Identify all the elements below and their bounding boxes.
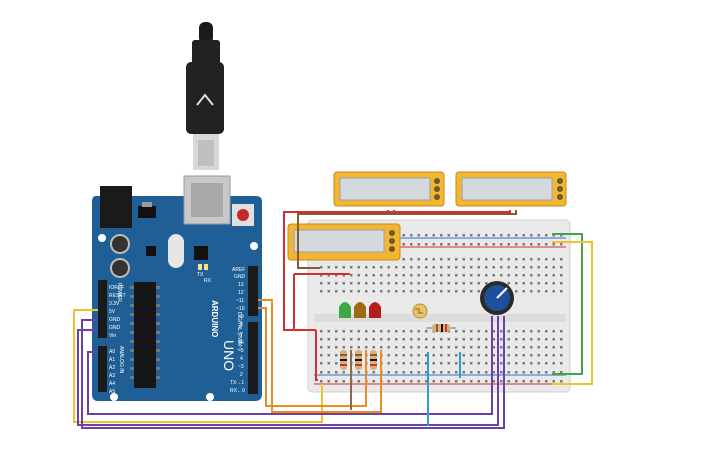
atmega-chip	[134, 282, 156, 388]
pin-label-7: 7	[240, 332, 243, 338]
pin-label-reset: RESET	[109, 293, 126, 299]
pin-label-a2: A2	[109, 365, 115, 371]
lcd-display-3[interactable]	[287, 223, 401, 261]
resistor-icon[interactable]	[355, 350, 362, 370]
resistor-icon[interactable]	[340, 350, 347, 370]
analog-label: ANALOG IN	[118, 346, 124, 374]
usb-cable[interactable]	[186, 22, 224, 170]
pin-label-2: 2	[240, 372, 243, 378]
digital-header-high[interactable]	[248, 266, 258, 316]
digital-label: DIGITAL (PWM~)	[236, 312, 242, 351]
pin-label-3v3: 3.3V	[109, 301, 120, 307]
pin-label-10: ~10	[236, 306, 245, 312]
tx-led-label: TX	[197, 272, 204, 278]
pin-label-11: ~11	[236, 298, 244, 304]
capacitor-icon	[110, 258, 130, 278]
pin-label-a4: A4	[109, 381, 115, 387]
photoresistor-icon[interactable]	[412, 303, 428, 319]
potentiometer-icon[interactable]	[480, 281, 514, 315]
arduino-uno-board[interactable]: ARDUINO UNO DIGITAL (PWM~) POWER ANALOG …	[92, 175, 262, 401]
resistor-icon[interactable]	[370, 350, 377, 370]
digital-header-low[interactable]	[248, 322, 258, 394]
pin-label-9: ~9	[238, 314, 244, 320]
pin-label-aref: AREF	[232, 267, 245, 273]
crystal-icon	[168, 234, 184, 268]
pin-label-ioref: IOREF	[109, 285, 124, 291]
pin-label-a1: A1	[109, 357, 115, 363]
capacitor-icon	[110, 234, 130, 254]
pin-label-a3: A3	[109, 373, 115, 379]
pin-label-a5: A5	[109, 389, 115, 395]
power-header[interactable]	[98, 280, 107, 338]
pin-label-gnd1: GND	[109, 317, 121, 323]
lcd-display-1[interactable]	[333, 171, 445, 207]
pin-label-6: ~6	[238, 340, 244, 346]
model-label: UNO	[221, 340, 237, 371]
pin-label-8: 8	[240, 322, 243, 328]
pin-label-tx: TX→1	[230, 380, 244, 386]
pin-label-gnd-top: GND	[234, 274, 246, 280]
resistor-icon[interactable]	[426, 324, 456, 332]
pin-label-gnd2: GND	[109, 325, 121, 331]
pin-label-13: 13	[238, 282, 244, 288]
led-red[interactable]	[369, 302, 381, 318]
led-amber[interactable]	[354, 302, 366, 318]
analog-header[interactable]	[98, 346, 107, 392]
pin-label-4: 4	[240, 356, 243, 362]
pin-label-rx: RX←0	[230, 388, 245, 394]
pin-label-12: 12	[238, 290, 244, 296]
led-green[interactable]	[339, 302, 351, 318]
pin-label-5v: 5V	[109, 309, 116, 315]
pin-label-5: ~5	[238, 348, 244, 354]
pin-label-a0: A0	[109, 349, 115, 355]
power-label: POWER	[116, 283, 122, 302]
pin-label-vin: Vin	[109, 333, 116, 339]
rx-led-label: RX	[204, 278, 212, 284]
power-jack	[100, 186, 132, 228]
pin-label-3: ~3	[238, 364, 244, 370]
wires[interactable]	[73, 210, 593, 429]
brand-label: ARDUINO	[210, 300, 219, 337]
lcd-display-2[interactable]	[455, 171, 567, 207]
